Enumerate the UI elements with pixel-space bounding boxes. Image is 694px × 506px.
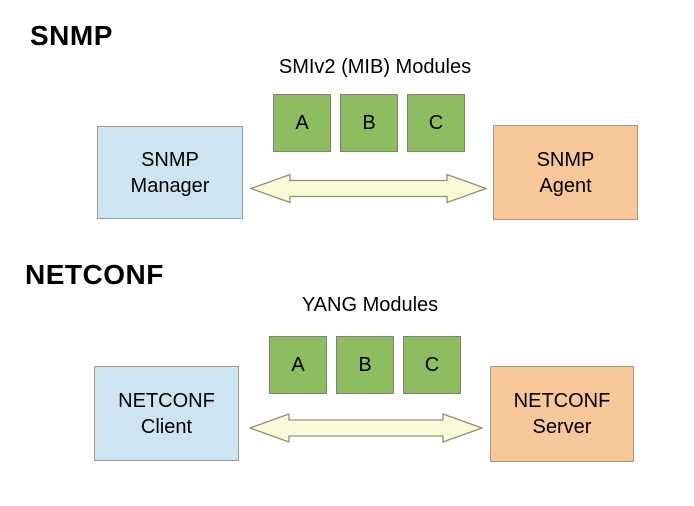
- netconf-section-title: NETCONF: [25, 259, 164, 290]
- netconf-server-label-line1: NETCONF: [513, 390, 611, 412]
- snmp-section-title: SNMP: [30, 20, 113, 51]
- netconf-modules-row: A B C: [269, 336, 461, 394]
- mib-module-c: C: [407, 94, 465, 152]
- netconf-section: NETCONF YANG Modules A B C NETCONF Clien…: [0, 253, 694, 506]
- smiv2-mib-modules-label: SMIv2 (MIB) Modules: [278, 56, 472, 78]
- snmp-agent-label-line1: SNMP: [536, 148, 595, 171]
- netconf-bidirectional-arrow-icon: [249, 412, 483, 444]
- mib-module-b: B: [340, 94, 398, 152]
- snmp-bidirectional-arrow-icon: [250, 173, 487, 204]
- snmp-modules-row: A B C: [273, 94, 465, 152]
- netconf-server-box: NETCONF Server: [490, 366, 634, 462]
- netconf-client-box: NETCONF Client: [94, 366, 239, 461]
- snmp-manager-label-line2: Manager: [130, 174, 210, 197]
- mib-module-a: A: [273, 94, 331, 152]
- snmp-agent-label-line2: Agent: [539, 174, 592, 197]
- netconf-client-label-line1: NETCONF: [118, 389, 215, 412]
- yang-module-a: A: [269, 336, 327, 394]
- yang-module-b: B: [336, 336, 394, 394]
- netconf-client-label-line2: Client: [140, 415, 193, 438]
- snmp-agent-box: SNMP Agent: [493, 125, 638, 220]
- snmp-section: SNMP SMIv2 (MIB) Modules A B C SNMP Mana…: [30, 20, 638, 220]
- yang-module-c: C: [403, 336, 461, 394]
- yang-modules-label: YANG Modules: [301, 294, 439, 316]
- snmp-manager-box: SNMP Manager: [97, 126, 243, 219]
- snmp-manager-label-line1: SNMP: [141, 148, 199, 171]
- netconf-server-label-line2: Server: [532, 416, 592, 438]
